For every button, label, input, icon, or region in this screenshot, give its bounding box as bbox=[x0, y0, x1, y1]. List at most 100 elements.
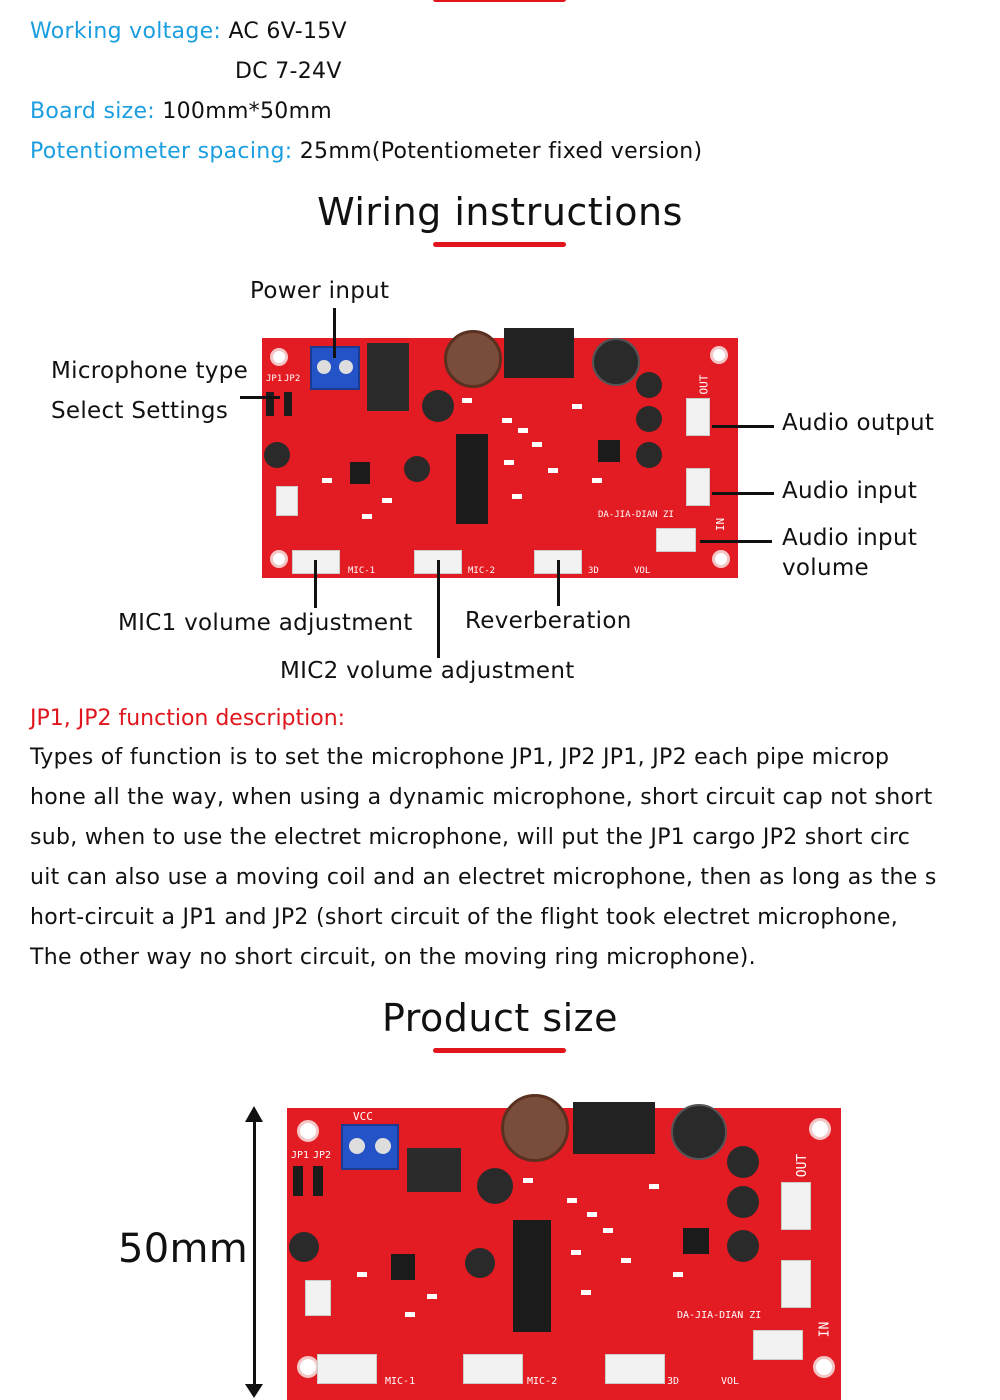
arrow-audio-output bbox=[712, 425, 774, 428]
connector-vol bbox=[753, 1330, 803, 1360]
silk-brand: DA-JIA-DIAN ZI bbox=[677, 1310, 762, 1321]
product-size-heading-underline bbox=[433, 1048, 566, 1053]
mount-hole bbox=[270, 348, 288, 366]
capacitor-large bbox=[444, 330, 502, 388]
ic-small bbox=[598, 440, 620, 462]
ic-small bbox=[391, 1254, 415, 1280]
dimension-arrow bbox=[253, 1118, 256, 1390]
capacitor-small bbox=[289, 1232, 319, 1262]
label-reverberation: Reverberation bbox=[465, 608, 632, 634]
capacitor-small bbox=[636, 372, 662, 398]
silk-jp1: JP1 bbox=[266, 374, 283, 384]
paragraph-line: hone all the way, when using a dynamic m… bbox=[30, 785, 933, 810]
spec-key: Board size: bbox=[30, 99, 156, 124]
product-size-heading: Product size bbox=[381, 996, 619, 1040]
capacitor-small bbox=[264, 442, 290, 468]
capacitor-large bbox=[501, 1094, 569, 1162]
regulator bbox=[367, 343, 409, 411]
jumper-jp1 bbox=[266, 392, 274, 416]
silk-in: IN bbox=[714, 517, 728, 532]
arrow-audio-input-volume bbox=[700, 540, 772, 543]
wiring-heading: Wiring instructions bbox=[317, 190, 683, 234]
label-audio-input-volume-1: Audio input bbox=[782, 525, 918, 551]
spec-key: Potentiometer spacing: bbox=[30, 139, 293, 164]
spec-potentiometer-spacing: Potentiometer spacing: 25mm(Potentiomete… bbox=[30, 139, 702, 164]
mount-hole bbox=[270, 550, 288, 568]
mount-hole bbox=[297, 1356, 319, 1378]
silk-out: OUT bbox=[697, 374, 711, 395]
spec-value: 25mm(Potentiometer fixed version) bbox=[299, 139, 703, 164]
jumper-jp2 bbox=[284, 392, 292, 416]
paragraph-line: hort-circuit a JP1 and JP2 (short circui… bbox=[30, 905, 899, 930]
silk-jp2: JP2 bbox=[284, 374, 301, 384]
connector-3d bbox=[605, 1354, 665, 1384]
label-mic2-volume: MIC2 volume adjustment bbox=[280, 658, 575, 684]
power-terminal bbox=[341, 1124, 399, 1170]
ic-main bbox=[513, 1220, 551, 1332]
dimension-label: 50mm bbox=[118, 1226, 249, 1272]
connector-mic-left bbox=[305, 1280, 331, 1316]
silk-3d: 3D bbox=[667, 1376, 680, 1387]
arrow-audio-input bbox=[712, 492, 774, 495]
spec-value: 100mm*50mm bbox=[162, 99, 333, 124]
capacitor bbox=[671, 1104, 727, 1160]
jp-section-paragraph: Types of function is to set the micropho… bbox=[30, 738, 980, 978]
wiring-board-image: OUT IN MIC-1 MIC-2 3D VOL DA-JIA-DIAN ZI… bbox=[262, 328, 738, 578]
regulator bbox=[407, 1148, 461, 1192]
label-mic1-volume: MIC1 volume adjustment bbox=[118, 610, 413, 636]
capacitor-small bbox=[727, 1186, 759, 1218]
paragraph-line: uit can also use a moving coil and an el… bbox=[30, 865, 937, 890]
jp-section-title: JP1, JP2 function description: bbox=[30, 706, 346, 731]
mount-hole bbox=[712, 550, 730, 568]
capacitor-small bbox=[636, 406, 662, 432]
top-divider-bar bbox=[433, 0, 566, 2]
label-microphone-type: Microphone type bbox=[51, 358, 249, 384]
silk-brand: DA-JIA-DIAN ZI bbox=[598, 510, 674, 520]
label-audio-input: Audio input bbox=[782, 478, 918, 504]
silk-vcc: VCC bbox=[353, 1110, 373, 1123]
capacitor-small bbox=[727, 1146, 759, 1178]
spec-key: Working voltage: bbox=[30, 19, 222, 44]
label-select-settings: Select Settings bbox=[51, 398, 229, 424]
silk-out: OUT bbox=[795, 1153, 811, 1178]
dimension-arrow-head-top bbox=[245, 1106, 263, 1122]
heatsink bbox=[573, 1102, 655, 1154]
paragraph-line: The other way no short circuit, on the m… bbox=[30, 945, 756, 970]
silk-mic2: MIC-2 bbox=[527, 1376, 558, 1387]
ic-small bbox=[683, 1228, 709, 1254]
paragraph-line: Types of function is to set the micropho… bbox=[30, 745, 890, 770]
connector-in bbox=[686, 468, 710, 506]
mount-hole bbox=[809, 1118, 831, 1140]
ic-main bbox=[456, 434, 488, 524]
arrow-mic2 bbox=[437, 560, 440, 658]
connector-mic2 bbox=[463, 1354, 523, 1384]
mount-hole bbox=[297, 1120, 319, 1142]
silk-mic2: MIC-2 bbox=[468, 566, 496, 576]
capacitor-small bbox=[727, 1230, 759, 1262]
paragraph-line: sub, when to use the electret microphone… bbox=[30, 825, 911, 850]
dimension-arrow-head-bottom bbox=[245, 1384, 263, 1398]
heatsink bbox=[504, 328, 574, 378]
spec-working-voltage: Working voltage: AC 6V-15V bbox=[30, 19, 347, 44]
connector-out bbox=[686, 398, 710, 436]
capacitor-small bbox=[636, 442, 662, 468]
silk-3d: 3D bbox=[588, 566, 599, 576]
spec-value: AC 6V-15V bbox=[228, 19, 347, 44]
mount-hole bbox=[710, 346, 728, 364]
ic-small bbox=[350, 462, 370, 484]
arrow-mic1 bbox=[314, 560, 317, 608]
silk-vol: VOL bbox=[721, 1376, 740, 1387]
mount-hole bbox=[813, 1356, 835, 1378]
silk-vol: VOL bbox=[634, 566, 651, 576]
arrow-power-input bbox=[333, 308, 336, 358]
connector-in bbox=[781, 1260, 811, 1308]
capacitor bbox=[592, 338, 640, 386]
capacitor-small bbox=[404, 456, 430, 482]
arrow-mic-type bbox=[240, 396, 280, 399]
connector-mic1 bbox=[317, 1354, 377, 1384]
jumper-jp1 bbox=[293, 1166, 303, 1196]
jumper-jp2 bbox=[313, 1166, 323, 1196]
spec-dc-voltage: DC 7-24V bbox=[235, 59, 342, 84]
connector-out bbox=[781, 1182, 811, 1230]
connector-vol bbox=[656, 528, 696, 552]
